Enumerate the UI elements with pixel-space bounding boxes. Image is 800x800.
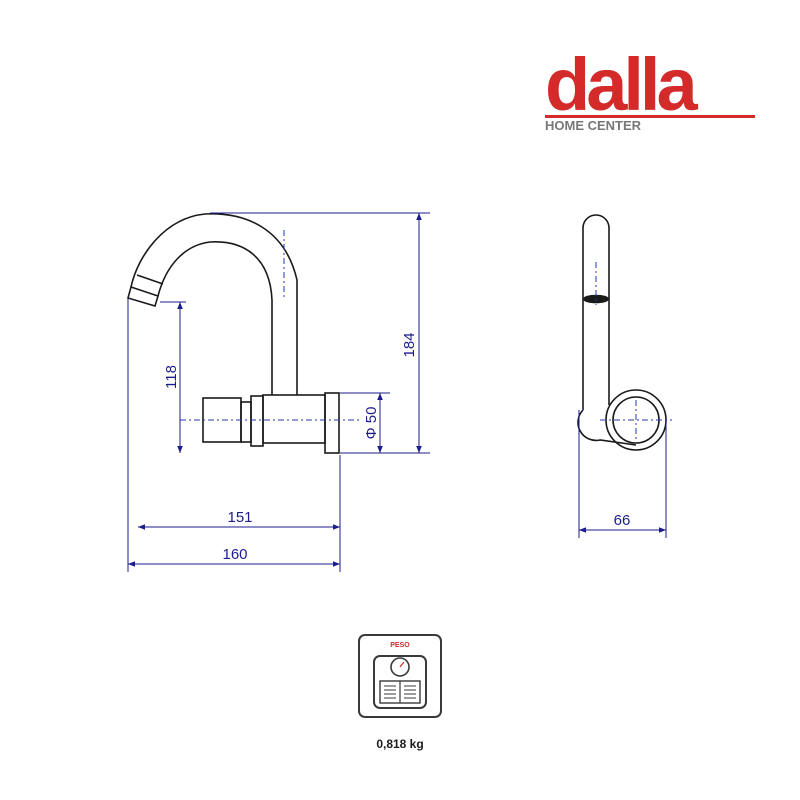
front-centerlines [180, 230, 360, 421]
faucet-front-view [127, 213, 340, 454]
side-dimensions [578, 410, 667, 538]
dim-diameter: Φ 50 [363, 407, 380, 440]
dim-height-spout: 118 [163, 365, 180, 389]
dim-depth-to-flange: 151 [227, 509, 252, 526]
weight-label: PESO [390, 642, 410, 649]
scale-icon: PESO [358, 634, 442, 718]
faucet-side-view [577, 214, 667, 451]
dim-height-total: 184 [401, 332, 418, 357]
side-centerlines [595, 262, 672, 440]
brand-logo: dalla HOME CENTER [545, 43, 755, 133]
dim-depth-total: 160 [222, 546, 247, 563]
logo-tagline: HOME CENTER [545, 118, 642, 133]
logo-brand: dalla [545, 43, 698, 126]
front-dimensions [127, 212, 430, 572]
dim-side-width: 66 [614, 512, 631, 529]
weight-value: 0,818 kg [376, 737, 423, 751]
logo-underline [545, 115, 755, 118]
